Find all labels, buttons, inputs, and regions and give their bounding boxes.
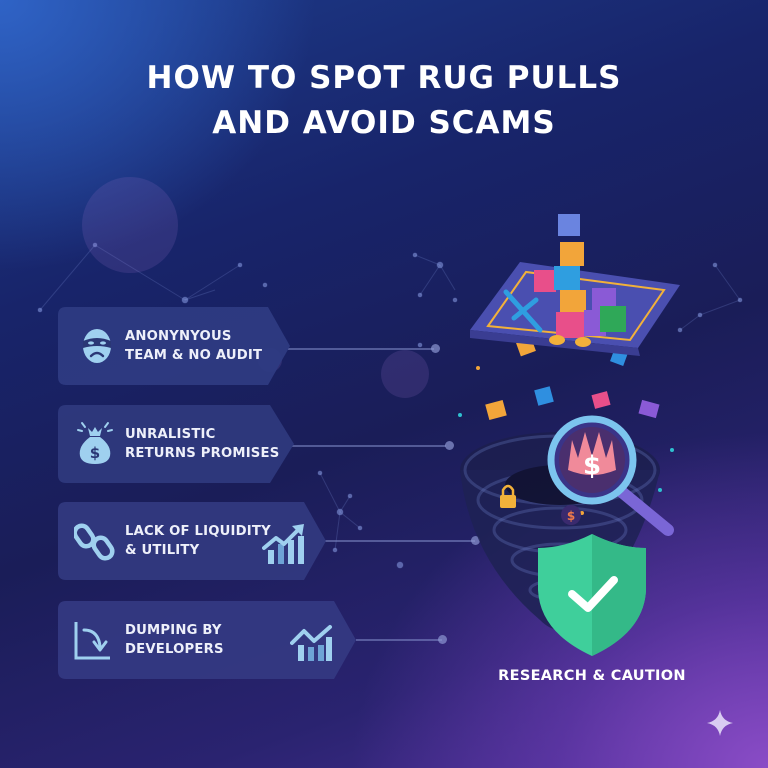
research-illustration: $ $: [458, 214, 680, 656]
dollar-coin-icon: $: [561, 505, 581, 525]
svg-text:$: $: [90, 444, 100, 462]
card-title-line-2: DEVELOPERS: [125, 642, 224, 657]
connector-line-3: [325, 540, 475, 542]
warning-card-lack-liquidity: LACK OF LIQUIDITY & UTILITY: [58, 502, 326, 580]
chain-link-icon: [74, 523, 115, 561]
card-background: [58, 601, 356, 679]
card-title-line-2: RETURNS PROMISES: [125, 446, 280, 461]
card-title-line-1: LACK OF LIQUIDITY: [125, 524, 271, 539]
warning-card-dumping: DUMPING BY DEVELOPERS: [58, 601, 356, 679]
card-title-line-1: ANONYNYOUS: [125, 329, 232, 344]
magnifying-glass-dollar-icon: $: [547, 415, 674, 536]
bar-chart-trend-icon: [290, 625, 332, 661]
card-title-line-2: TEAM & NO AUDIT: [125, 348, 263, 363]
shield-check-icon: [538, 534, 646, 656]
falling-chart-icon: [74, 622, 110, 660]
rising-chart-icon: [262, 524, 304, 564]
sparkle-icon: [707, 710, 733, 736]
connector-node-2: [445, 441, 454, 450]
connector-node-4: [438, 635, 447, 644]
card-background: [58, 307, 290, 385]
title-line-1: HOW TO SPOT RUG PULLS: [146, 60, 622, 96]
page-title: HOW TO SPOT RUG PULLS AND AVOID SCAMS: [0, 56, 768, 146]
padlock-icon: [500, 484, 516, 508]
warning-card-anonymous-team: ANONYNYOUS TEAM & NO AUDIT: [58, 307, 290, 385]
svg-text:$: $: [567, 509, 575, 523]
svg-text:$: $: [583, 451, 601, 481]
card-background: [58, 502, 326, 580]
research-caution-caption: RESEARCH & CAUTION: [498, 668, 686, 684]
card-background: [58, 405, 294, 483]
card-title-line-1: DUMPING BY: [125, 623, 222, 638]
warning-card-unrealistic-returns: $ UNRALISTIC RETURNS PROMISES: [58, 405, 294, 483]
masked-face-icon: [83, 329, 111, 363]
card-title-line-1: UNRALISTIC: [125, 427, 216, 442]
connector-line-1: [288, 348, 434, 350]
connector-node-1: [431, 344, 440, 353]
connector-node-3: [471, 536, 480, 545]
connector-line-2: [292, 445, 446, 447]
token-blocks-platform: [470, 214, 680, 366]
card-title-line-2: & UTILITY: [125, 543, 200, 558]
title-line-2: AND AVOID SCAMS: [212, 105, 556, 141]
money-bag-icon: $: [77, 422, 113, 464]
connector-line-4: [356, 639, 442, 641]
